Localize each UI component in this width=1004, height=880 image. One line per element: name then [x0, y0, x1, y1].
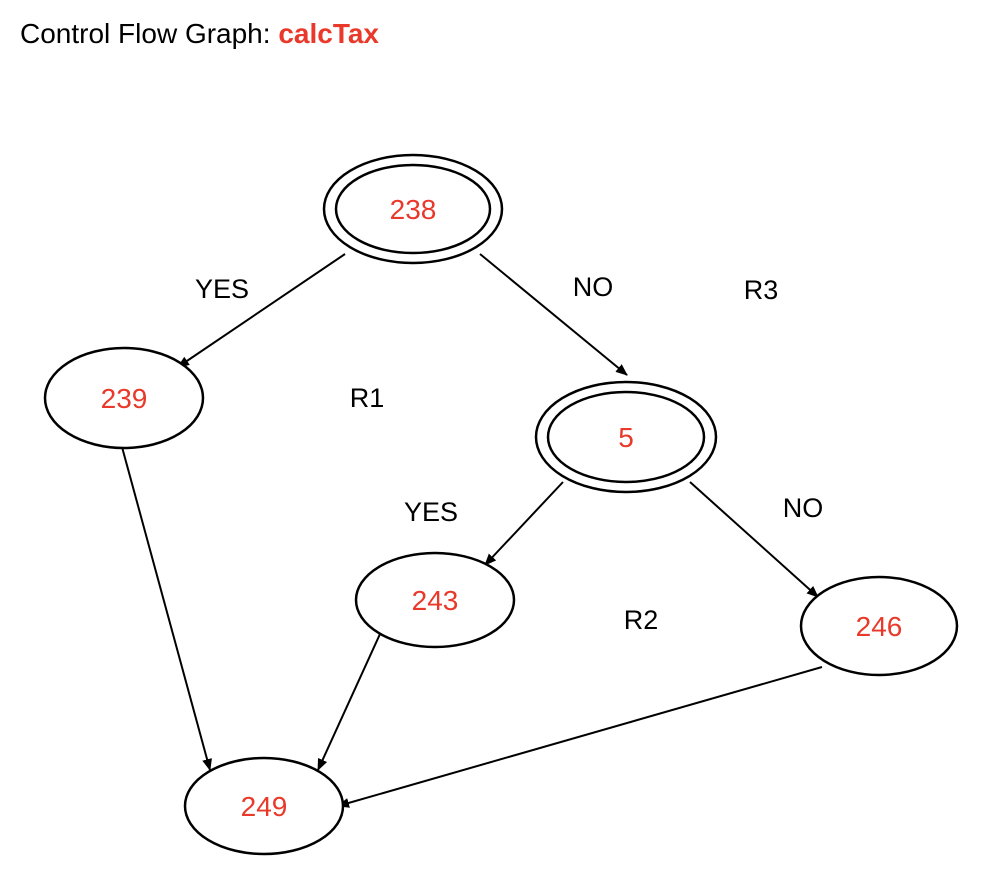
node-label-238: 238 — [390, 194, 437, 225]
edge-label-5-243: YES — [404, 497, 458, 527]
node-label-243: 243 — [412, 585, 459, 616]
edge-label-238-5: NO — [573, 272, 614, 302]
region-labels: R1 R2 R3 — [350, 275, 779, 635]
node-249: 249 — [183, 756, 345, 856]
region-label-r3: R3 — [744, 275, 779, 305]
title-prefix: Control Flow Graph: — [20, 18, 279, 49]
title-function-name: calcTax — [278, 18, 379, 49]
node-label-5: 5 — [618, 422, 634, 453]
node-238: 238 — [322, 153, 504, 265]
edge-238-239 — [177, 253, 346, 368]
edge-labels: YES NO YES NO — [195, 272, 823, 527]
node-label-239: 239 — [101, 383, 148, 414]
edge-246-249 — [337, 666, 823, 808]
node-5: 5 — [534, 380, 718, 494]
node-243: 243 — [354, 551, 516, 649]
diagram-title: Control Flow Graph: calcTax — [20, 14, 379, 54]
edge-label-5-246: NO — [783, 493, 824, 523]
node-label-246: 246 — [856, 611, 903, 642]
node-246: 246 — [799, 575, 959, 677]
node-label-249: 249 — [241, 791, 288, 822]
edge-label-238-239: YES — [195, 274, 249, 304]
edge-243-249 — [317, 633, 381, 771]
edges — [121, 253, 823, 808]
node-239: 239 — [43, 346, 205, 450]
edge-239-249 — [121, 446, 212, 771]
edge-5-243 — [484, 481, 564, 566]
edge-5-246 — [689, 481, 819, 598]
region-label-r1: R1 — [350, 383, 385, 413]
edge-238-5 — [479, 253, 628, 376]
region-label-r2: R2 — [624, 605, 659, 635]
